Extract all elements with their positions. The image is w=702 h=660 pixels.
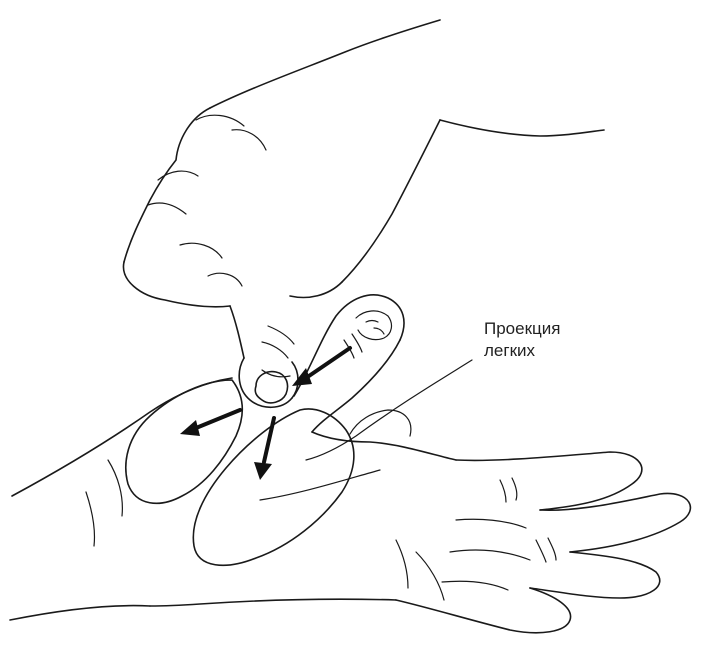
arrow-left [180, 410, 240, 436]
arrow-up-right [292, 348, 350, 386]
lower-hand [10, 295, 690, 633]
lung-projection-label: Проекция легких [484, 318, 560, 362]
arrow-down [254, 418, 274, 480]
direction-arrows [180, 348, 350, 480]
callout-line-1: Проекция [484, 318, 560, 340]
callout-line-2: легких [484, 340, 560, 362]
